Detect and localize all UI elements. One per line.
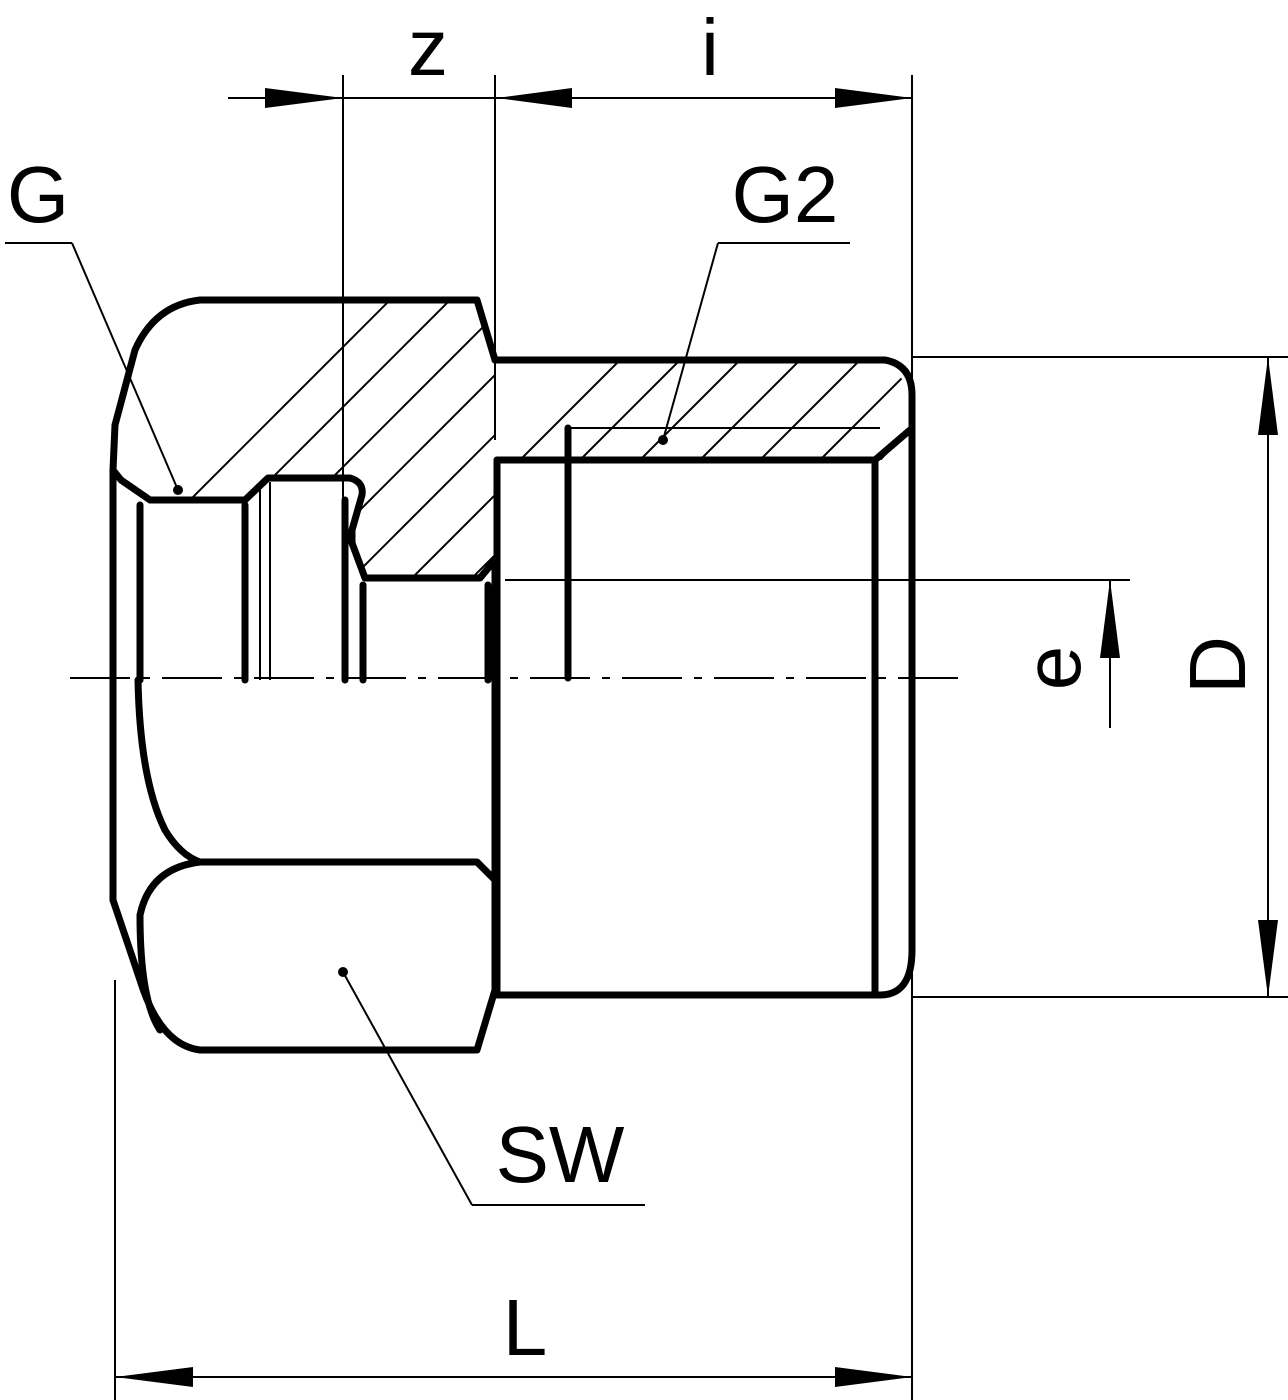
hex-body [109,296,499,1054]
dimension-l [114,980,912,1400]
dimension-d [912,356,1288,998]
label-i: i [701,3,719,92]
label-g: G [7,150,69,239]
dimension-e [505,579,1130,728]
leader-g [5,242,183,495]
label-sw: SW [496,1110,625,1199]
section-hatching-hex [121,300,495,578]
leader-g2 [658,242,850,445]
dimension-z-i [228,75,913,1400]
label-g2: G2 [732,150,839,239]
section-hatching-spigot [497,360,912,460]
label-l: L [503,1283,548,1372]
label-e: e [1008,646,1097,691]
label-z: z [408,3,448,92]
label-d: D [1173,636,1262,694]
leader-sw [338,967,645,1206]
